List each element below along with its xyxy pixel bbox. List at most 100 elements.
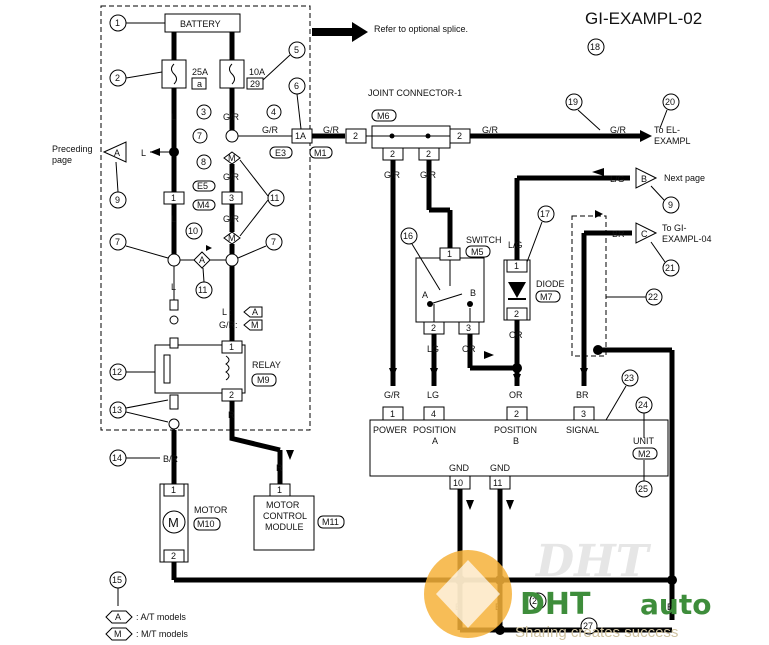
page-ref-b bbox=[635, 167, 658, 189]
diode-pin2-label: 2 bbox=[514, 309, 519, 319]
tag-m6 bbox=[371, 109, 397, 122]
wire-label-r-1: R bbox=[228, 410, 235, 420]
callout-23 bbox=[621, 369, 639, 387]
callout-11a-leader1 bbox=[239, 159, 269, 197]
tag-m6-label: M6 bbox=[377, 111, 390, 121]
callout-7b-label: 7 bbox=[115, 237, 120, 247]
joint-connector-label: JOINT CONNECTOR-1 bbox=[368, 88, 462, 98]
splice-tag-a bbox=[193, 251, 211, 269]
relay-label: RELAY bbox=[252, 360, 281, 370]
wire-label-lg-2: LG bbox=[427, 390, 439, 400]
wire-label-gr-7: G/R bbox=[610, 125, 627, 135]
wire-label-br-1: BR bbox=[612, 229, 625, 239]
switch-arm bbox=[429, 293, 463, 305]
diode-symbol bbox=[508, 282, 526, 298]
callout-19-label: 19 bbox=[568, 97, 578, 107]
callout-18-label: 18 bbox=[590, 42, 600, 52]
callout-21 bbox=[662, 259, 680, 277]
tag-m9-label: M9 bbox=[257, 375, 270, 385]
callout-1-label: 1 bbox=[115, 18, 120, 28]
callout-10-label: 10 bbox=[188, 226, 198, 236]
legend-symbol-a bbox=[105, 610, 133, 624]
wire-label-or-1: OR bbox=[462, 344, 476, 354]
callout-16-label: 16 bbox=[403, 231, 413, 241]
wire-label-gr-9: G/R bbox=[384, 390, 401, 400]
splice-tag-a-label: A bbox=[199, 255, 205, 265]
motor-pin1-label: 1 bbox=[171, 485, 176, 495]
callout-9a-label: 9 bbox=[115, 195, 120, 205]
wire-label-lg-1: LG bbox=[427, 344, 439, 354]
callout-17-label: 17 bbox=[540, 209, 550, 219]
conn-e5-pin1-label: 1 bbox=[171, 193, 176, 203]
callout-16-leader bbox=[411, 243, 441, 291]
wire-r-2 bbox=[229, 435, 281, 453]
unit-pin1 bbox=[382, 406, 404, 421]
tag-m7 bbox=[535, 290, 561, 303]
tag-m11 bbox=[317, 515, 345, 529]
splice-tag-m-2-label: M bbox=[228, 233, 236, 243]
fuse-2-element bbox=[229, 63, 235, 85]
next-page-label: Next page bbox=[664, 173, 705, 183]
fuse-1-rating: 25A bbox=[192, 67, 208, 77]
switch-pos-a: A bbox=[422, 290, 428, 300]
legend-text-a: : A/T models bbox=[136, 612, 186, 622]
to-el-line1: To EL- bbox=[654, 125, 680, 135]
wire-label-l-colon: L : bbox=[222, 307, 232, 317]
arrow-lg-next bbox=[592, 168, 604, 176]
callout-21-label: 21 bbox=[665, 263, 675, 273]
fuse-1-id-box bbox=[191, 77, 207, 90]
mcm-pin1 bbox=[269, 483, 291, 497]
relay-pin2-label: 2 bbox=[229, 390, 234, 400]
arrow-power bbox=[389, 368, 397, 378]
callout-7b bbox=[109, 233, 127, 251]
joint-node-2 bbox=[425, 133, 431, 139]
to-gi-line1: To GI- bbox=[662, 223, 687, 233]
terminal-l bbox=[169, 299, 179, 311]
tag-m1-label: M1 bbox=[314, 148, 327, 158]
unit-signal-label: SIGNAL bbox=[566, 425, 599, 435]
arrow-r bbox=[286, 450, 294, 460]
splice-tag-m-1-label: M bbox=[228, 153, 236, 163]
tag-m1 bbox=[309, 146, 333, 159]
motor-symbol-m: M bbox=[168, 515, 179, 530]
tag-m4 bbox=[192, 199, 216, 211]
relay-lower-splice bbox=[168, 418, 180, 430]
wire-label-b-3: B bbox=[667, 602, 673, 612]
unit-pin3 bbox=[573, 406, 595, 421]
shield-outline bbox=[571, 215, 607, 357]
wire-label-lslashg-1: L/G bbox=[508, 240, 523, 250]
unit-power-label: POWER bbox=[373, 425, 408, 435]
callout-13 bbox=[109, 401, 127, 419]
callout-17 bbox=[537, 205, 555, 223]
switch-pin3-label: 3 bbox=[466, 323, 471, 333]
relay-pin1-label: 1 bbox=[229, 342, 234, 352]
watermark-logo-auto: auto bbox=[640, 588, 711, 621]
junction-or bbox=[512, 363, 522, 373]
callout-9b-label: 9 bbox=[668, 200, 673, 210]
diagram-title: GI-EXAMPL-02 bbox=[585, 9, 702, 28]
callout-6-leader bbox=[296, 93, 302, 130]
diode-pin1-label: 1 bbox=[514, 261, 519, 271]
callout-27 bbox=[580, 617, 598, 635]
switch-pin1-label: 1 bbox=[447, 249, 452, 259]
arrow-or-down bbox=[513, 374, 521, 384]
callout-13-leader2 bbox=[125, 411, 169, 423]
unit-gnd-10-label: GND bbox=[449, 463, 470, 473]
fuse-1-id: a bbox=[197, 79, 202, 89]
splice-l bbox=[167, 253, 181, 267]
unit-gnd-11-label: GND bbox=[490, 463, 511, 473]
callout-7a bbox=[192, 128, 208, 144]
preceding-page-line2: page bbox=[52, 155, 72, 165]
callout-27-label: 27 bbox=[583, 621, 593, 631]
callout-25-label: 25 bbox=[638, 484, 648, 494]
callout-16 bbox=[400, 227, 418, 245]
callout-19 bbox=[565, 93, 583, 111]
callout-24-label: 24 bbox=[638, 400, 648, 410]
wire-label-gr-4: G/R bbox=[223, 172, 240, 182]
watermark-logo: DHT bbox=[520, 587, 591, 622]
unit-pin3-label: 3 bbox=[581, 409, 586, 419]
to-el-line2: EXAMPL bbox=[654, 136, 691, 146]
unit-pin10-label: 10 bbox=[453, 478, 463, 488]
callout-22-label: 22 bbox=[648, 292, 658, 302]
